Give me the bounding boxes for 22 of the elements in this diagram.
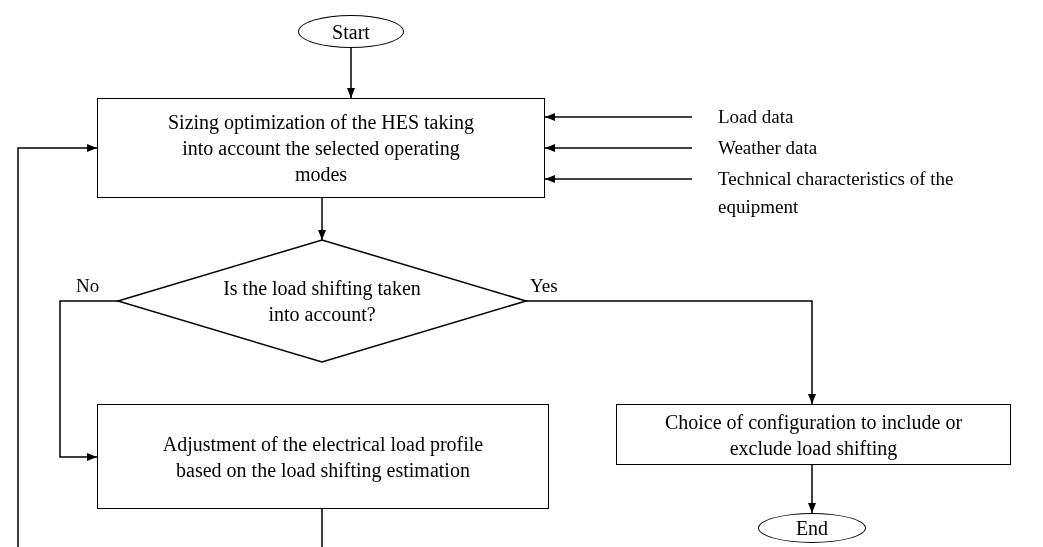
arrow (17, 144, 323, 547)
process-text: Sizing optimization of the HES taking into account the selected operating modes (166, 110, 476, 187)
process-text: Adjustment of the electrical load profile based on the load shifting estimation (161, 431, 485, 483)
decision-text: Is the load shifting taken into account? (222, 276, 422, 327)
arrow (347, 47, 355, 99)
input-label: Weather data (718, 136, 818, 161)
terminal-label: Start (332, 19, 370, 45)
arrow (808, 464, 816, 514)
arrow (544, 144, 693, 152)
process-box (97, 98, 545, 198)
process-text: Choice of configuration to include or exclude load shifting (663, 409, 964, 461)
terminal-label: End (795, 516, 829, 541)
arrow (318, 197, 326, 241)
decision-diamond (118, 240, 526, 362)
input-label: Load data (718, 105, 794, 130)
arrow (525, 300, 816, 405)
input-label: Technical characteristics of the equipment (718, 167, 955, 219)
process-box (97, 404, 549, 509)
process-box (616, 404, 1011, 465)
arrow (544, 175, 693, 183)
arrow (544, 113, 693, 121)
arrow (59, 300, 119, 461)
